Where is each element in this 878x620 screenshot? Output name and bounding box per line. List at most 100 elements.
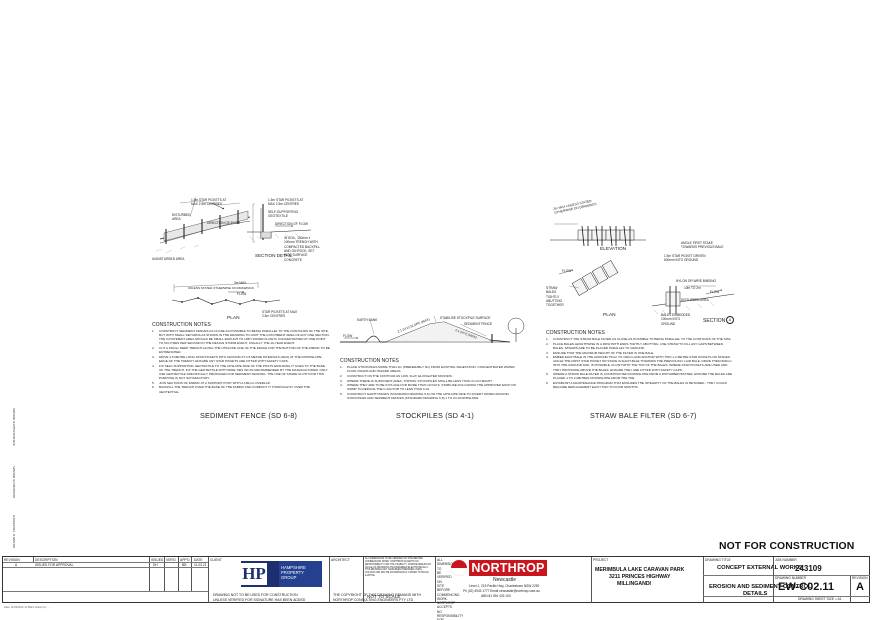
sb-notes-list: 1.CONSTRUCT THE STRAW BALE FILTER AS CLO… xyxy=(546,337,734,390)
side-label-drawn: DRAWN D. FRAPPORTI xyxy=(12,514,16,548)
tb-drawing-number-label: DRAWING NUMBER xyxy=(775,576,807,580)
tb-divider xyxy=(191,557,192,591)
sp-note: 3.WHERE THERE IS SUFFICIENT AREA, TOPSOI… xyxy=(340,378,493,383)
tb-project-line1: MERIMBULA LAKE CARAVAN PARK xyxy=(595,567,685,573)
sediment-fence-isometric xyxy=(155,196,251,254)
sf-label-geotextile: SELF-SUPPORTING GEOTEXTILE xyxy=(268,210,299,219)
sb-flow2: FLOW xyxy=(710,290,720,294)
tb-divider xyxy=(850,575,851,603)
tb-revision-label: REVISION xyxy=(852,576,868,580)
tb-drawing-title3: DETAILS xyxy=(743,591,768,597)
sb-note: 4.EMBED EACH BALE IN THE GROUND 75mm TO … xyxy=(546,355,732,372)
straw-bale-plan xyxy=(558,260,619,296)
sp-caption: STOCKPILES (SD 4-1) xyxy=(396,411,474,420)
tb-divider xyxy=(33,557,34,562)
tb-header-revision: REVISION xyxy=(4,558,20,562)
tb-row-line xyxy=(3,591,208,592)
tb-row-issued: DH xyxy=(153,563,158,567)
tb-copyright-2: NORTHROP CONSULTING ENGINEERS PTY LTD xyxy=(333,598,414,602)
straw-bale-section xyxy=(651,285,735,315)
tb-firm-contact: Ph (02) 4943 1777 Email newcastle@northr… xyxy=(463,589,540,593)
tb-row-description: ISSUED FOR APPROVAL xyxy=(35,563,74,567)
tb-divider xyxy=(164,557,165,591)
sf-label-section-stakes: 1.5m STAR PICKETS AT MAX 2.5m CENTRES xyxy=(268,198,304,207)
not-for-construction: NOT FOR CONSTRUCTION xyxy=(719,541,855,552)
footer-path: Date: 11/03/2021 11:58am Drawn by: ... xyxy=(4,606,50,609)
sediment-fence-section-detail xyxy=(247,203,312,243)
sb-plan: PLAN xyxy=(603,313,616,318)
tb-divider xyxy=(149,557,150,591)
tb-row-revision: A xyxy=(15,563,18,567)
tb-drawing-title-label: DRAWING TITLE xyxy=(705,558,731,562)
sb-note: 1.CONSTRUCT THE STRAW BALE FILTER AS CLO… xyxy=(546,337,732,341)
client-logo-bar xyxy=(279,561,322,587)
sb-notes-title: CONSTRUCTION NOTES xyxy=(546,330,605,336)
title-block: REVISION DESCRIPTION ISSUED VER'D APP'D … xyxy=(2,556,870,620)
sb-elevation: ELEVATION xyxy=(600,247,627,252)
tb-drawing-number: EW-C02.11 xyxy=(778,581,835,593)
tb-project-line3: MILLINGANDI xyxy=(617,581,652,587)
tb-disclaimer-text: ALL DIMENSIONS TO BE VERIFIED ON SITE BE… xyxy=(365,558,431,578)
sf-plan-top: 3m MAX xyxy=(234,281,247,285)
sf-label-stakes-top: 1.5m STAR PICKETS AT MAX 2.5m CENTRES xyxy=(191,198,227,207)
tb-drawing-title1: CONCEPT EXTERNAL WORKS xyxy=(717,565,802,571)
tb-firm-address: Level 1, 215 Pacific Hwy, Charlestown NS… xyxy=(469,584,540,588)
tb-drawing-title2: EROSION AND SEDIMENT CONTROL xyxy=(709,584,812,590)
tb-divider xyxy=(363,557,364,603)
sediment-fence-plan xyxy=(171,282,281,305)
sb-nylon: NYLON OR WIRE BINDING xyxy=(676,279,717,283)
sb-angle-stake: ANGLE FIRST STAKE TOWARDS PREVIOUS BALE xyxy=(681,241,724,250)
northrop-logo-icon xyxy=(451,560,467,576)
sp-earth-bank: EARTH BANK xyxy=(357,318,378,322)
sb-section: SECTION xyxy=(703,318,726,324)
sb-caption: STRAW BALE FILTER (SD 6-7) xyxy=(590,411,697,420)
tb-header-description: DESCRIPTION xyxy=(35,558,58,562)
sp-notes-title: CONSTRUCTION NOTES xyxy=(340,358,399,364)
side-label-designed: DESIGNED B. BROWN xyxy=(12,466,16,498)
sp-note: 4.WHERE THEY ARE TO BE IN PLACE FOR MORE… xyxy=(340,383,516,392)
straw-bale-elevation xyxy=(550,223,646,247)
sb-note: 6.ESTABLISH A MAINTENANCE PROGRAM THAT E… xyxy=(546,381,727,390)
side-label-job-manager: JOB MANAGER B. BROWN xyxy=(12,408,16,446)
sp-note: 2.CONSTRUCT ON THE CONTOUR AS LOW, FLAT,… xyxy=(340,373,453,378)
client-logo: HP xyxy=(241,561,279,587)
sf-label-undisturbed: UNDISTURBED AREA xyxy=(152,257,185,261)
sb-section-ref: A xyxy=(728,318,732,322)
tb-divider xyxy=(208,557,209,603)
tb-header-client: CLIENT xyxy=(210,558,222,562)
sb-elev-note: 2m MAX UNLESS STATED OTHERWISE ON DRAWIN… xyxy=(553,198,598,216)
sf-plan-label: PLAN xyxy=(227,316,240,321)
northrop-logo: NORTHROP xyxy=(469,560,547,576)
sp-stabilise: STABILISE STOCKPILE SURFACE xyxy=(440,316,491,320)
tb-row-date: 11.03.21 xyxy=(194,563,207,567)
tb-header-verd: VER'D xyxy=(166,558,176,562)
tb-firm-office: Newcastle xyxy=(493,577,517,583)
sf-notes-title: CONSTRUCTION NOTES xyxy=(152,322,211,328)
sb-note: 2.PLACE BALES LENGTHWISE IN A ROW WITH E… xyxy=(546,341,723,350)
sf-note: 4.FIX SELF-SUPPORTING GEOTEXTILE TO THE … xyxy=(152,363,328,380)
sf-label-flow: DIRECTION OF FLOW xyxy=(275,222,308,226)
tb-row-appd: BB xyxy=(182,563,187,567)
tb-drawing-note-1: DRAWING NOT TO BE USED FOR CONSTRUCTION xyxy=(213,593,298,597)
sb-straw-bales: STRAW BALES TIGHTLY ABUTTING TOGETHER xyxy=(546,286,564,308)
tb-row-line xyxy=(703,575,870,576)
sf-plan-note: UNLESS STATED OTHERWISE ON DRAWINGS xyxy=(188,286,254,290)
sf-label-disturbed: DISTURBED AREA xyxy=(172,213,191,222)
tb-header-appd: APP'D xyxy=(180,558,190,562)
stockpile-section xyxy=(340,315,525,343)
sp-sediment-fence: SEDIMENT FENCE xyxy=(464,322,493,326)
sf-note: 6.BACKFILL THE TRENCH OVER THE BASE OF T… xyxy=(152,385,310,394)
sf-notes-list: 1.CONSTRUCT SEDIMENT FENCES AS CLOSE AS … xyxy=(152,329,330,394)
sf-plan-stakes: STAR PICKETS AT MAX 2.5m CENTRES xyxy=(262,310,298,319)
sb-plan-flow: FLOW xyxy=(562,269,572,273)
tb-divider xyxy=(703,557,704,603)
sf-caption: SEDIMENT FENCE (SD 6-8) xyxy=(200,411,298,420)
sf-plan-flow: FLOW xyxy=(237,292,247,296)
tb-header-issued: ISSUED xyxy=(151,558,164,562)
sp-note: 5.CONSTRUCT EARTH BANKS (STANDARD DRAWIN… xyxy=(340,392,509,401)
tb-job-number: 243109 xyxy=(795,564,822,573)
sb-star-picket: 1.5m STAR PICKET DRIVEN 600mm INTO GROUN… xyxy=(664,254,706,263)
tb-row-line xyxy=(3,567,208,568)
tb-sheet-size: DRAWING SHEET SIZE = A1 xyxy=(798,597,842,601)
sf-label-section-detail: SECTION DETAIL xyxy=(255,253,293,258)
